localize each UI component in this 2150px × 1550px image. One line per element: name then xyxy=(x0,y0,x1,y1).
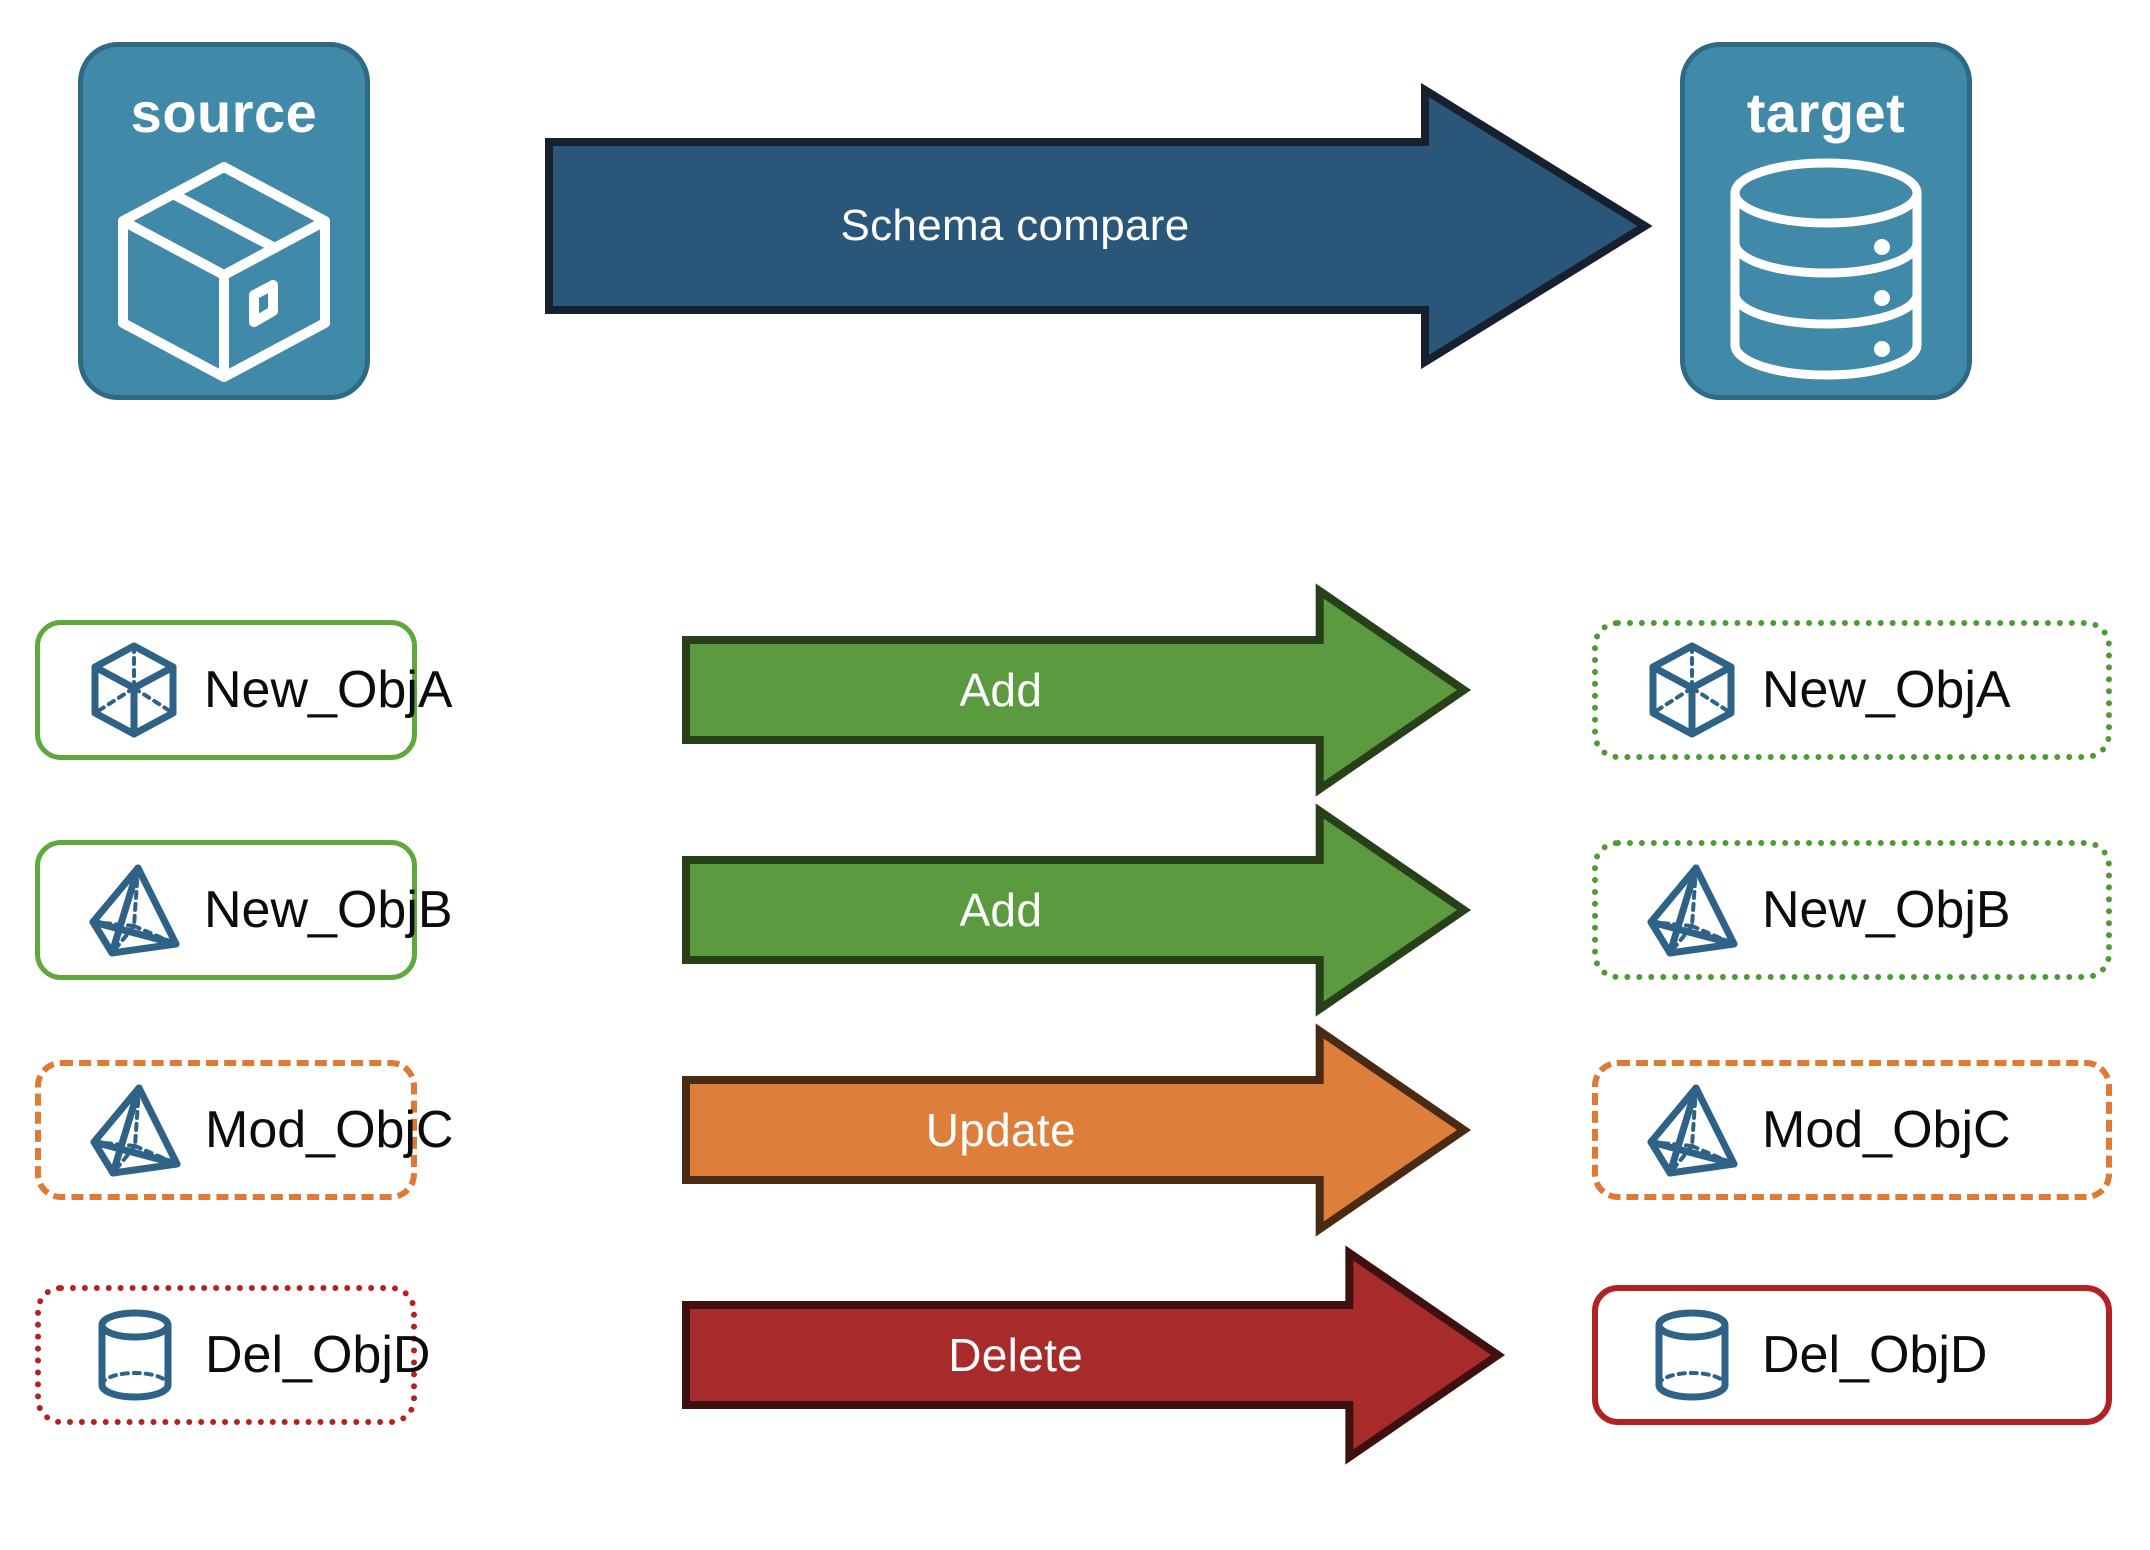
action-arrow-update: Update xyxy=(682,1023,1472,1237)
source-object-card: Del_ObjD xyxy=(35,1285,430,1425)
source-object-label: New_ObjA xyxy=(204,661,453,719)
action-arrow-add: Add xyxy=(682,803,1472,1017)
target-title: target xyxy=(1746,81,1906,144)
action-arrow-delete: Delete xyxy=(682,1245,1506,1465)
target-object-card: New_ObjA xyxy=(1592,620,2112,760)
source-endpoint-card: source xyxy=(78,42,370,400)
target-object-card: Del_ObjD xyxy=(1592,1285,2112,1425)
database-cylinder-icon xyxy=(1716,155,1936,383)
target-object-label: New_ObjA xyxy=(1762,661,2011,719)
pyramid-wireframe-icon xyxy=(1646,1080,1738,1180)
target-endpoint-card: target xyxy=(1680,42,1972,400)
action-arrow-add: Add xyxy=(682,583,1472,797)
cube-wireframe-icon xyxy=(1646,640,1738,740)
target-object-card: New_ObjB xyxy=(1592,840,2112,980)
target-object-label: Mod_ObjC xyxy=(1762,1101,2011,1159)
source-object-label: Mod_ObjC xyxy=(205,1101,454,1159)
schema-compare-arrow: Schema compare xyxy=(545,82,1653,370)
comparison-row: New_ObjA Add New_ObjA xyxy=(0,583,2150,820)
cube-wireframe-icon xyxy=(88,640,180,740)
source-object-card: New_ObjA xyxy=(35,620,453,760)
package-box-icon xyxy=(109,155,339,383)
comparison-row: Mod_ObjC Update Mod_ObjC xyxy=(0,1023,2150,1260)
source-object-label: Del_ObjD xyxy=(205,1326,431,1384)
comparison-row: New_ObjB Add New_ObjB xyxy=(0,803,2150,1040)
pyramid-wireframe-icon xyxy=(1646,860,1738,960)
pyramid-wireframe-icon xyxy=(89,1080,181,1180)
pyramid-wireframe-icon xyxy=(88,860,180,960)
source-title: source xyxy=(130,81,318,144)
source-object-card: New_ObjB xyxy=(35,840,453,980)
target-object-card: Mod_ObjC xyxy=(1592,1060,2112,1200)
target-object-label: Del_ObjD xyxy=(1762,1326,1988,1384)
source-object-card: Mod_ObjC xyxy=(35,1060,454,1200)
target-object-label: New_ObjB xyxy=(1762,881,2011,939)
cylinder-wireframe-icon xyxy=(89,1305,181,1405)
cylinder-wireframe-icon xyxy=(1646,1305,1738,1405)
comparison-row: Del_ObjD Delete Del_ObjD xyxy=(0,1245,2150,1490)
source-object-label: New_ObjB xyxy=(204,881,453,939)
